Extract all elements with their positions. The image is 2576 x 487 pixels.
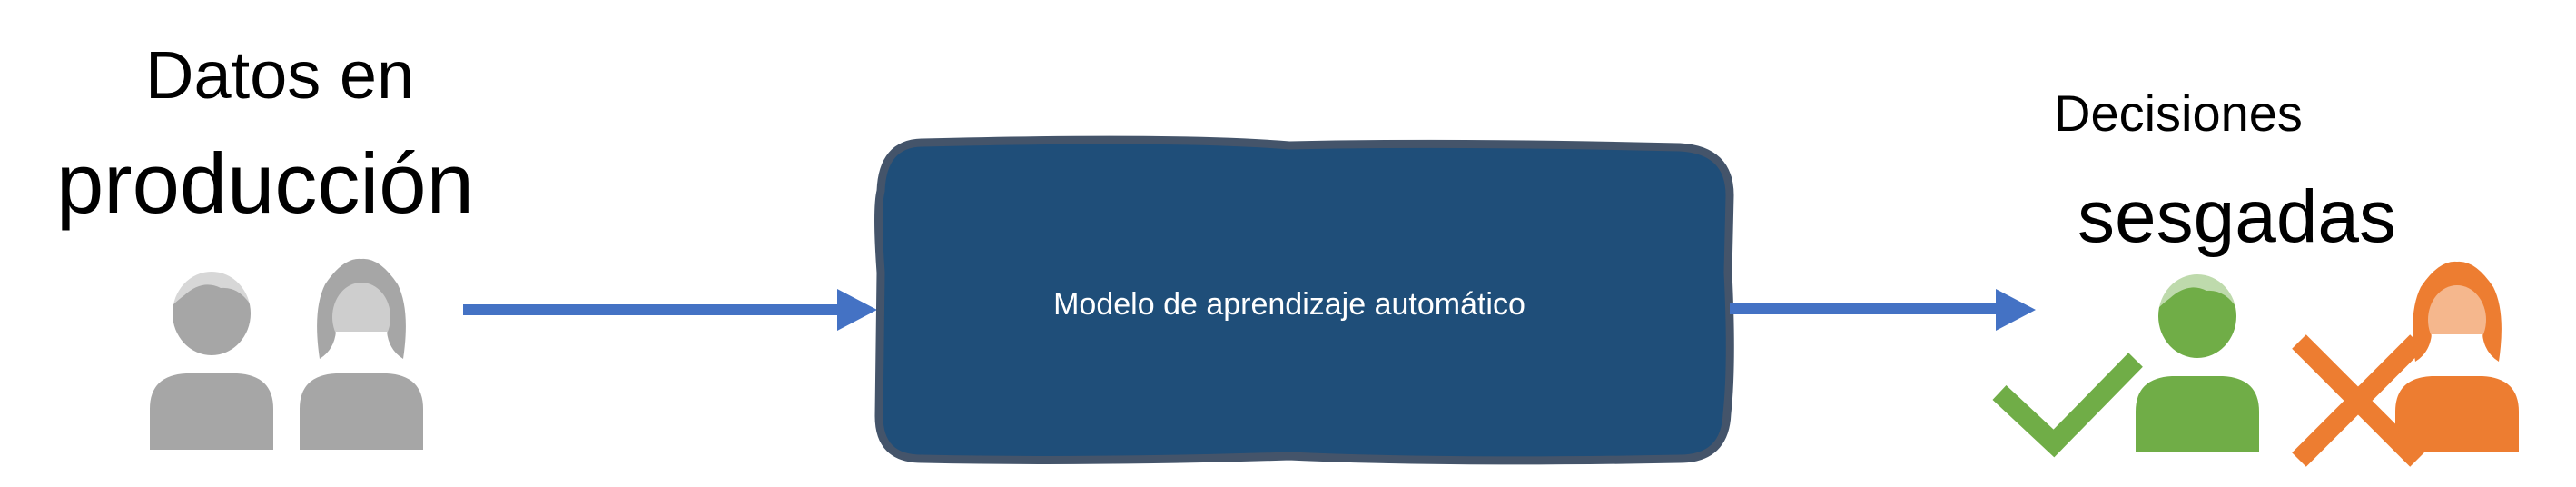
arrow-right-icon bbox=[463, 289, 877, 331]
checkmark-icon bbox=[1992, 353, 2143, 458]
input-data-title-line2: producción bbox=[56, 135, 474, 231]
person-female-icon bbox=[300, 258, 423, 450]
person-male-icon bbox=[150, 267, 273, 450]
arrow-right-icon bbox=[1730, 289, 2036, 331]
output-title-line1: Decisiones bbox=[2054, 84, 2303, 142]
output-title-line2: sesgadas bbox=[2078, 175, 2397, 258]
person-male-icon bbox=[2136, 270, 2259, 452]
input-data-title-line1: Datos en bbox=[145, 37, 415, 113]
model-box bbox=[874, 135, 1734, 465]
model-label: Modelo de aprendizaje automático bbox=[1053, 287, 1525, 322]
